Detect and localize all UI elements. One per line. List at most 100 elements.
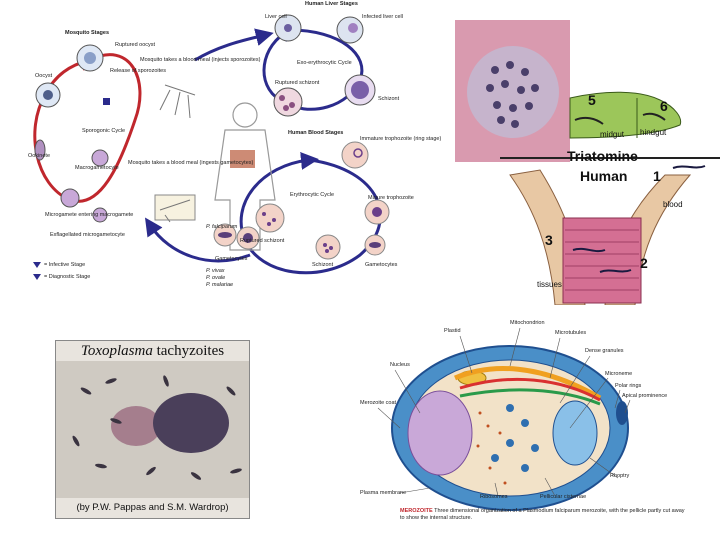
epimastigote-icon <box>574 116 604 125</box>
legend-infective-icon <box>33 262 41 268</box>
label-plastid: Plastid <box>444 328 461 334</box>
label-mitochondrion: Mitochondrion <box>510 320 545 326</box>
host-cell-pink <box>111 406 161 446</box>
label-hindgut: hindgut <box>640 128 667 137</box>
label-merozoite-coat: Merozoite coat <box>360 400 397 406</box>
label-gametocytes-right: Gametocytes <box>365 262 398 268</box>
dense-granules <box>491 404 539 472</box>
toxoplasma-tachyzoites-photo: Toxoplasma tachyzoites (by P.W. Pappas a… <box>55 340 250 519</box>
label-ruptured-schizont-bottom: Ruptured schizont <box>240 238 285 244</box>
ingestion-arrow <box>145 217 251 263</box>
malaria-life-cycle-diagram: Human Liver Stages Liver cell Infected l… <box>20 0 441 300</box>
label-pellicular-cisternae: Pellicular cisternae <box>540 494 587 500</box>
merozoite-structure-diagram: Mitochondrion Plastid Microtubules Dense… <box>360 318 700 540</box>
rhoptry <box>552 400 598 466</box>
label-release-sporozoites: Release of sporozoites <box>110 68 166 74</box>
label-p-ovale: P. ovale <box>206 275 226 281</box>
human-silhouette <box>214 102 276 251</box>
tachyzoite-crescents <box>72 375 242 480</box>
label-macrogametocyte: Macrogametocyte <box>75 165 119 171</box>
label-ruptured-oocyst: Ruptured oocyst <box>115 42 156 48</box>
label-stage-2: 2 <box>640 255 648 271</box>
mature-trophozoite <box>364 199 390 225</box>
label-stage-3: 3 <box>545 232 553 248</box>
label-stage-6: 6 <box>660 98 668 114</box>
triatomine-gut <box>569 91 682 139</box>
label-ruptured-schizont-top: Ruptured schizont <box>275 80 320 86</box>
macrogametocyte <box>91 149 109 167</box>
label-ookinete: Ookinete <box>28 153 51 159</box>
micrograph-amastigotes <box>486 61 539 128</box>
label-exflagellated: Exflagellated microgametocyte <box>50 232 125 238</box>
label-mosquito-blood-meal-2: Mosquito takes a blood meal (ingests gam… <box>128 160 254 166</box>
label-microneme: Microneme <box>605 371 633 377</box>
label-p-malariae: P. malariae <box>206 282 234 288</box>
toxo-title-genus: Toxoplasma <box>80 343 153 359</box>
label-microgamete-entering: Microgamete entering macrogamete <box>45 212 134 218</box>
label-erythrocytic-cycle: Erythrocytic Cycle <box>290 192 335 198</box>
ruptured-schizont-liver <box>273 87 303 117</box>
merozoite-caption: MEROZOITE Three dimensional organization… <box>400 508 690 521</box>
trypomastigote-in-blood <box>599 269 632 273</box>
legend-diagnostic-stage: = Diagnostic Stage <box>44 274 91 280</box>
blood-cycle-arrow <box>239 151 382 275</box>
label-rhoptry: Rhoptry <box>610 473 630 479</box>
oocyst <box>35 82 61 108</box>
label-ribosomes: Ribosomes <box>480 494 508 500</box>
muscle-striations <box>565 229 639 291</box>
label-immature-trophozoite: Immature trophozoite (ring stage) <box>360 136 442 142</box>
exflagellated-microgametocyte <box>92 207 108 223</box>
label-microtubules: Microtubules <box>555 330 587 336</box>
label-apical-prominence: Apical prominence <box>622 393 668 399</box>
toxo-micrograph <box>56 361 249 498</box>
gametocytes-blood <box>364 234 386 256</box>
trypanosoma-cycle-svg <box>455 20 720 306</box>
label-nucleus: Nucleus <box>390 362 410 368</box>
amastigote-in-muscle <box>572 247 606 253</box>
host-cell-dark <box>153 393 229 453</box>
label-exo-erythrocytic-cycle: Exo-erythrocytic Cycle <box>297 60 352 66</box>
microtubules-red <box>459 377 601 402</box>
schizont-liver <box>344 74 376 106</box>
micrograph-cell <box>467 46 559 138</box>
label-stage-5: 5 <box>588 92 596 108</box>
malaria-cycle-svg <box>33 14 390 280</box>
label-schizont-top: Schizont <box>378 96 400 102</box>
label-liver-cell: Liver cell <box>265 14 287 20</box>
merozoite-svg <box>377 327 631 511</box>
label-schizont-bottom: Schizont <box>312 262 334 268</box>
label-human-liver-stages: Human Liver Stages <box>305 1 358 7</box>
mitochondrion <box>454 365 602 401</box>
label-human-blood-stages: Human Blood Stages <box>288 130 344 136</box>
microtubules-green <box>459 388 601 406</box>
muscle-tissue <box>562 217 642 304</box>
trypomastigote-entering <box>672 165 706 169</box>
label-p-falciparum: P. falciparum <box>206 224 238 230</box>
label-mosquito-blood-meal-1: Mosquito takes a blood meal (injects spo… <box>140 57 261 63</box>
label-mature-trophozoite: Mature trophozoite <box>368 195 414 201</box>
liver-cell <box>274 14 302 42</box>
microgamete-entering <box>60 188 80 208</box>
ribosomes <box>476 411 507 485</box>
caption-text: Three dimensional organization of a Plas… <box>400 508 685 521</box>
leader-lines <box>377 327 631 497</box>
trypanosoma-cycle-diagram: 5 6 midgut hindgut Triatomine Human 1 bl… <box>455 20 720 306</box>
toxo-credit: (by P.W. Pappas and S.M. Wardrop) <box>56 498 249 518</box>
gametocytes-left <box>213 223 260 250</box>
legend-diagnostic-icon <box>33 274 41 280</box>
mosquito-sketch-top <box>159 84 196 119</box>
label-midgut: midgut <box>600 130 625 139</box>
label-gametocytes-left: Gametocytes <box>215 256 248 262</box>
oocyst-mosquito <box>76 44 104 72</box>
label-human: Human <box>580 168 628 184</box>
mosquito-sketch-bottom <box>154 194 196 223</box>
schizont-blood <box>315 234 341 260</box>
infected-liver-cell <box>336 16 364 44</box>
label-tissues: tissues <box>537 280 562 289</box>
label-polar-rings: Polar rings <box>615 383 642 389</box>
label-mosquito-stages: Mosquito Stages <box>65 30 110 36</box>
label-p-vivax: P. vivax <box>206 268 225 274</box>
legend-infective-stage: = Infective Stage <box>44 262 86 268</box>
caption-title: MEROZOITE <box>400 508 433 514</box>
label-blood: blood <box>663 200 683 209</box>
